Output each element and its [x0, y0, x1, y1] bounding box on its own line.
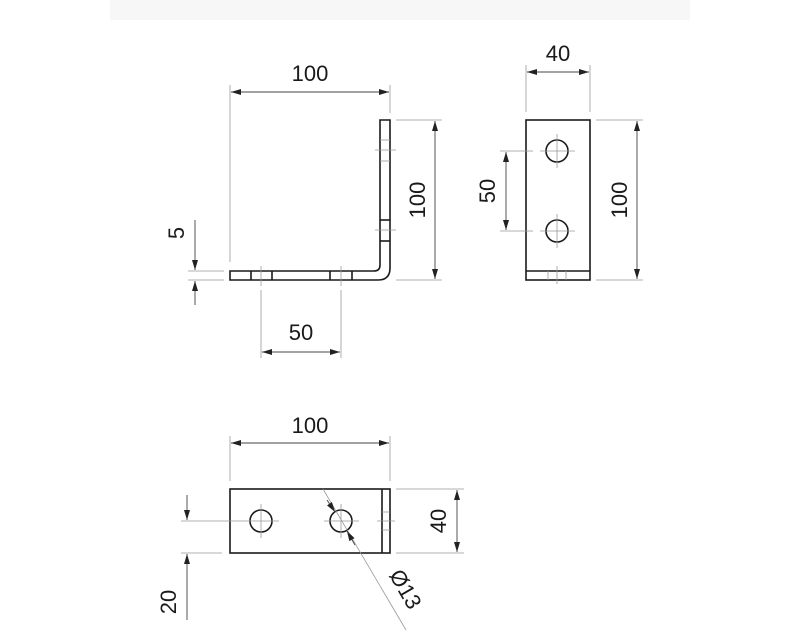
top-hole-offset-dim: 20: [156, 590, 181, 614]
side-hole-spacing-dim: 50: [475, 179, 500, 203]
hole-marks-vertical: [375, 139, 396, 242]
top-length-dim: 100: [292, 413, 329, 438]
side-height-dim: 100: [607, 182, 632, 219]
front-height-dim: 100: [405, 182, 430, 219]
diameter-leader: [322, 488, 407, 631]
top-band: [110, 0, 690, 20]
bracket-profile: [229, 119, 391, 281]
hole-marks-horizontal: [250, 266, 353, 286]
front-view: 100 100 5 50: [164, 61, 442, 358]
front-thickness-dim: 5: [164, 227, 189, 239]
top-width-dim: 40: [426, 509, 451, 533]
top-hole-diameter-dim: Ø13: [384, 565, 426, 614]
top-view: 100 40 20 Ø13: [156, 413, 464, 631]
front-hole-spacing-dim: 50: [289, 320, 313, 345]
side-plate: [525, 119, 591, 281]
front-width-dim: 100: [292, 61, 329, 86]
side-view: 40 50 100: [475, 41, 643, 284]
side-width-dim: 40: [546, 41, 570, 66]
